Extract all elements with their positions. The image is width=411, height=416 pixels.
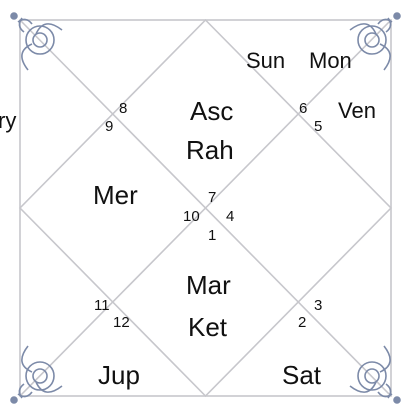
planet-mer: Mer <box>93 182 138 208</box>
planet-ven: Ven <box>338 100 376 122</box>
planet-jup: Jup <box>98 362 140 388</box>
ornament-bottom-right <box>350 346 400 403</box>
planet-sun: Sun <box>246 50 285 72</box>
planet-ket: Ket <box>188 314 227 340</box>
sign-number-10: 10 <box>183 209 200 224</box>
planet-asc: Asc <box>190 98 233 124</box>
ornament-top-left <box>11 13 62 70</box>
sign-number-4: 4 <box>226 209 234 224</box>
sign-number-1: 1 <box>208 228 216 243</box>
sign-number-8: 8 <box>119 101 127 116</box>
planet-mon: Mon <box>309 50 352 72</box>
ornament-bottom-left <box>11 346 62 403</box>
sign-number-6: 6 <box>299 101 307 116</box>
ornament-top-right <box>350 13 400 70</box>
sign-number-2: 2 <box>298 315 306 330</box>
sign-number-5: 5 <box>314 119 322 134</box>
planet-mar: Mar <box>186 272 231 298</box>
planet-sat: Sat <box>282 362 321 388</box>
planet-rah: Rah <box>186 137 234 163</box>
sign-number-7: 7 <box>208 190 216 205</box>
cutoff-text-left: ry <box>0 110 16 132</box>
sign-number-11: 11 <box>94 298 110 313</box>
sign-number-3: 3 <box>314 298 322 313</box>
sign-number-9: 9 <box>105 119 113 134</box>
sign-number-12: 12 <box>113 315 130 330</box>
